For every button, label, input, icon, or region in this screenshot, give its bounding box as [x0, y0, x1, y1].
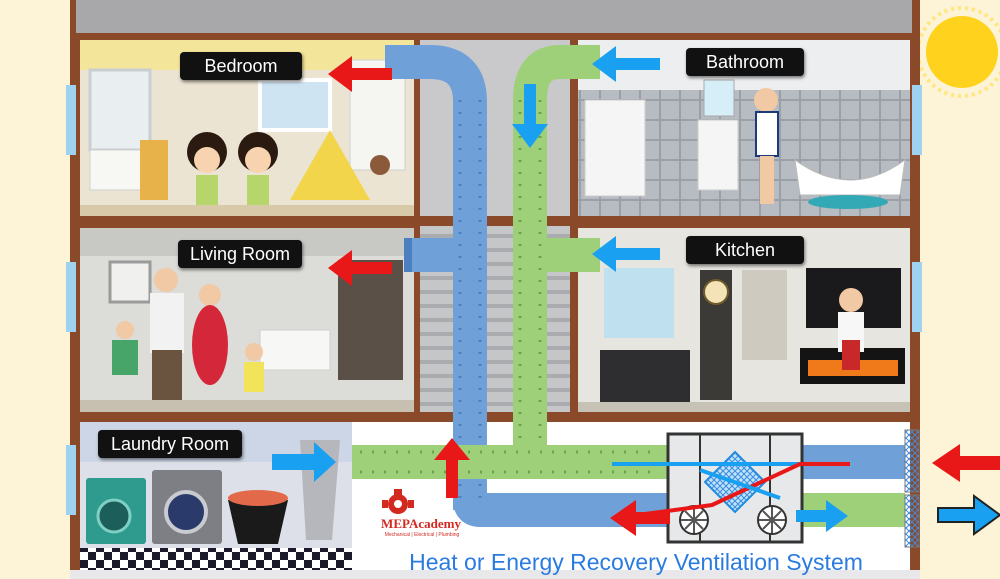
arrow-right-icon	[272, 442, 336, 482]
sun-icon	[916, 6, 1000, 98]
gear-logo-icon	[382, 489, 414, 514]
roof-space	[76, 0, 912, 36]
arrow-left-icon	[592, 46, 660, 82]
intake-grille	[904, 429, 920, 493]
window	[66, 262, 76, 332]
arrow-up-icon	[434, 438, 470, 498]
arrow-left-icon	[328, 56, 392, 92]
arrow-left-icon	[932, 444, 1000, 482]
window	[912, 262, 922, 332]
arrow-left-icon	[610, 500, 670, 536]
bathroom-label: Bathroom	[686, 48, 804, 76]
window	[66, 445, 76, 515]
living-room-label: Living Room	[178, 240, 302, 268]
kitchen-scene	[578, 228, 910, 414]
bedroom-label: Bedroom	[180, 52, 302, 80]
exhaust-grille	[904, 494, 920, 548]
arrow-right-icon	[937, 494, 1000, 536]
fan-icon	[757, 505, 787, 535]
logo-tagline: Mechanical | Electrical | Plumbing	[384, 532, 460, 538]
hrv-unit	[612, 432, 850, 544]
logo-name: MEPAcademy	[381, 516, 461, 531]
window	[912, 85, 922, 155]
window	[66, 85, 76, 155]
diagram-caption: Heat or Energy Recovery Ventilation Syst…	[409, 549, 863, 575]
laundry-room-label: Laundry Room	[98, 430, 242, 458]
kitchen-label: Kitchen	[686, 236, 804, 264]
arrow-left-icon	[592, 236, 660, 272]
arrow-left-icon	[328, 250, 392, 286]
arrow-down-icon	[512, 84, 548, 148]
arrow-right-icon	[796, 500, 848, 532]
supply-air-duct	[385, 45, 670, 527]
